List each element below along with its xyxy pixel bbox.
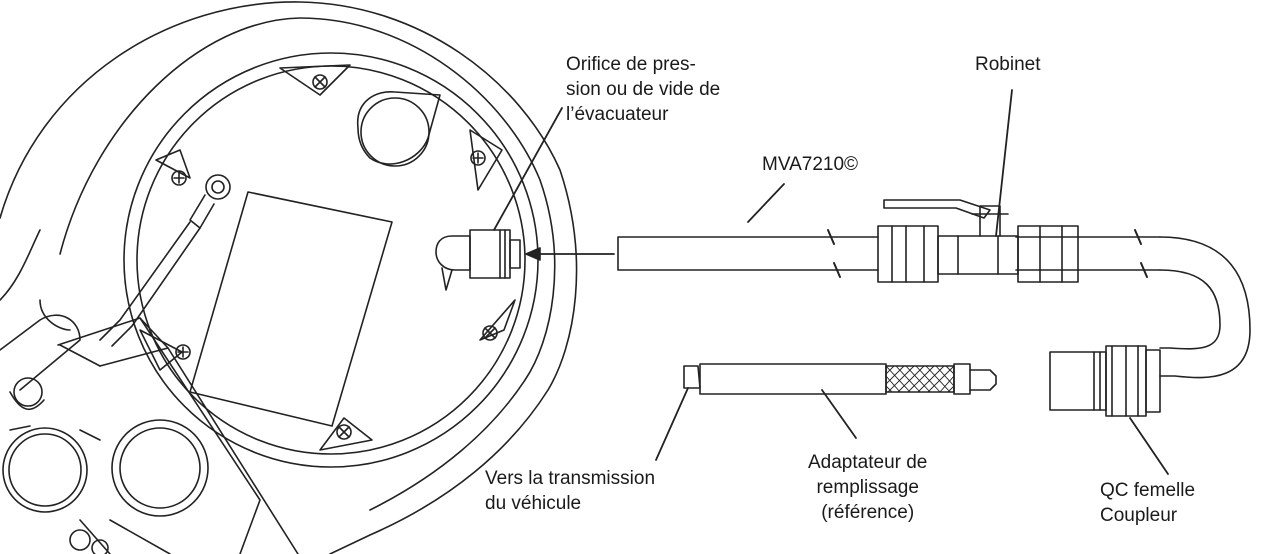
fill-adapter: [683, 363, 997, 395]
leader-valve: [995, 89, 1013, 237]
leader-evacuator-port: [493, 107, 563, 231]
label-plate: [189, 191, 393, 427]
ball-valve: [877, 199, 1079, 283]
leader-transmission: [655, 387, 689, 461]
label-transmission: Vers la transmission du véhicule: [485, 468, 656, 514]
screw-icon: [336, 424, 352, 440]
lower-cylinders: [2, 419, 209, 554]
pressure-port: [435, 229, 521, 291]
label-hose: MVA7210©: [762, 154, 859, 175]
screw-icon: [470, 150, 486, 166]
qc-female-coupler: [1049, 345, 1161, 417]
label-fill-adapter: Adaptateur de remplissage (référence): [808, 452, 928, 523]
screw-icon: [482, 325, 498, 341]
label-coupler: QC femelle Coupleur: [1100, 480, 1196, 526]
arrow-to-port: [525, 247, 615, 261]
evacuator-handle: [0, 314, 299, 554]
leader-fill-adapter: [821, 389, 857, 439]
leader-lines: [493, 89, 1169, 475]
screw-icon: [171, 170, 187, 186]
evacuator-housing: [0, 1, 578, 554]
valve-handle: [883, 199, 991, 219]
hose-assembly: [617, 229, 1251, 379]
evacuator-plate: [0, 52, 539, 554]
screw-icon: [312, 74, 328, 90]
label-valve: Robinet: [975, 54, 1041, 75]
label-evacuator-port: Orifice de pres- sion ou de vide de l’év…: [566, 54, 721, 125]
gauge-fitting: [99, 174, 231, 347]
leader-hose: [747, 183, 785, 223]
leader-coupler: [1129, 417, 1169, 475]
lifting-ring: [357, 91, 441, 165]
screw-icon: [175, 344, 191, 360]
